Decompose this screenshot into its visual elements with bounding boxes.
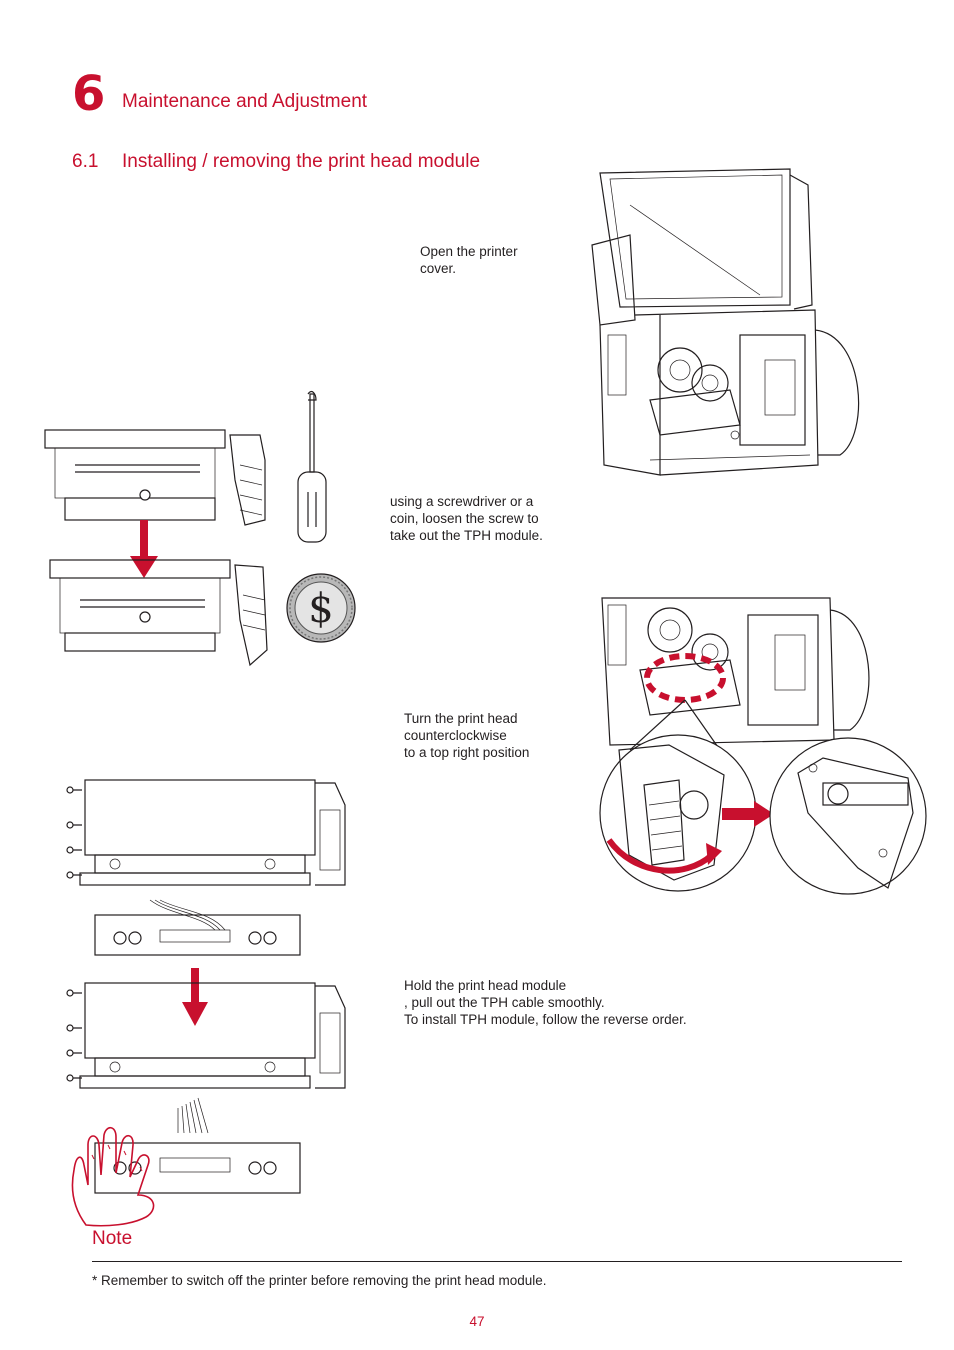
- chapter-title: Maintenance and Adjustment: [122, 91, 368, 112]
- tph-module-top-illustration: [44, 429, 266, 526]
- note-text: * Remember to switch off the printer bef…: [92, 1273, 547, 1288]
- tph-cable-lower-illustration: [66, 982, 346, 1194]
- tph-cable-upper-illustration: [66, 779, 346, 956]
- down-arrow-icon: [130, 520, 158, 578]
- printer-open-cover-illustration: [591, 168, 860, 476]
- step-4-text: Hold the print head module , pull out th…: [404, 978, 687, 1027]
- note-divider: [92, 1261, 902, 1262]
- hand-icon: [71, 1126, 155, 1227]
- step-3-text: Turn the print head counterclockwise to …: [404, 711, 530, 760]
- print-head-rotate-zoom: [599, 734, 774, 892]
- print-head-position-zoom: [769, 737, 927, 895]
- coin-icon: $: [286, 573, 356, 643]
- coin-symbol: $: [308, 586, 333, 632]
- note-label: Note: [92, 1228, 133, 1249]
- printer-mechanism-illustration: [601, 597, 870, 751]
- chapter-number: 6: [72, 66, 106, 122]
- down-arrow-icon-2: [182, 968, 208, 1026]
- section-number: 6.1: [72, 151, 99, 172]
- screwdriver-icon: [297, 390, 327, 543]
- step-2-text: using a screwdriver or a coin, loosen th…: [390, 494, 543, 543]
- section-title: Installing / removing the print head mod…: [122, 151, 481, 172]
- tph-module-bottom-illustration: [49, 559, 268, 667]
- page-number: 47: [469, 1314, 485, 1329]
- step-1-text: Open the printer cover.: [420, 244, 518, 276]
